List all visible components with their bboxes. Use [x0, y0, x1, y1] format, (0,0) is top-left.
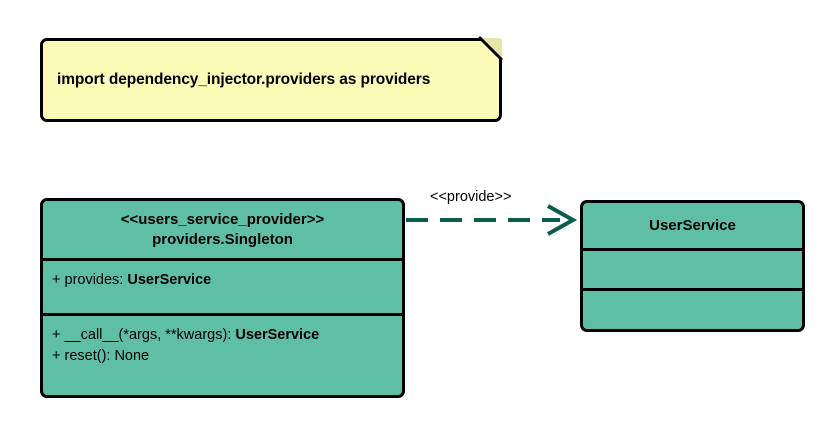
method-label: reset():: [64, 347, 111, 364]
class-box-users-service-provider[interactable]: <<users_service_provider>> providers.Sin…: [40, 198, 405, 398]
class-name: providers.Singleton: [152, 230, 293, 248]
class-stereotype: <<users_service_provider>>: [120, 211, 325, 229]
attribute-type: UserService: [127, 272, 212, 288]
class-methods-compartment-empty: [583, 288, 802, 329]
method-label: __call__(*args, **kwargs):: [64, 327, 232, 343]
class-attributes-compartment: + provides: UserService: [43, 258, 402, 313]
note-fold-corner-icon: [478, 36, 503, 61]
method-row: + __call__(*args, **kwargs): UserService: [52, 325, 393, 346]
method-visibility: +: [52, 327, 61, 343]
class-name: UserService: [649, 216, 736, 234]
class-box-user-service[interactable]: UserService: [580, 200, 805, 332]
method-return-type: None: [114, 347, 150, 364]
class-header-users-service-provider: <<users_service_provider>> providers.Sin…: [43, 201, 402, 258]
method-return-type: UserService: [235, 327, 320, 343]
note-text: import dependency_injector.providers as …: [57, 70, 431, 88]
class-methods-compartment: + __call__(*args, **kwargs): UserService…: [43, 313, 402, 395]
connector-label: <<provide>>: [430, 189, 512, 205]
method-row: + reset(): None: [52, 346, 393, 367]
method-visibility: +: [52, 347, 61, 364]
attribute-visibility: +: [52, 272, 61, 288]
class-header-user-service: UserService: [583, 203, 802, 248]
attribute-row: + provides: UserService: [52, 270, 393, 291]
note-import[interactable]: import dependency_injector.providers as …: [40, 36, 503, 122]
attribute-label: provides:: [64, 272, 124, 288]
class-attributes-compartment-empty: [583, 248, 802, 288]
